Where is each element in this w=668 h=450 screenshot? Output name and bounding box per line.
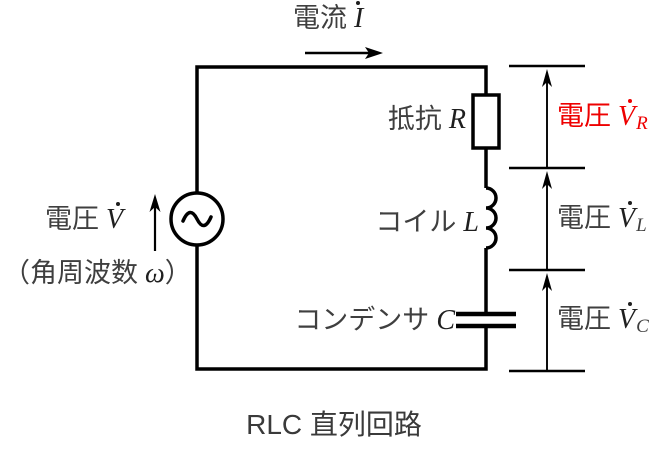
current-symbol: I (354, 0, 364, 34)
capacitor-symbol-letter: C (436, 305, 455, 336)
circuit-wires (195, 65, 488, 371)
source-voltage-arrow-icon (149, 194, 161, 251)
vc-measure-arrow-icon (542, 273, 552, 370)
vl-subscript: L (636, 215, 647, 237)
voltage-tick-lines (509, 64, 585, 373)
vr-symbol: V (618, 98, 636, 132)
capacitor-symbol (456, 311, 516, 329)
source-voltage-label-text: 電圧 (45, 204, 99, 234)
angular-frequency-prefix: （角周波数 (3, 258, 138, 288)
resistor-symbol-letter: R (448, 104, 466, 135)
vl-symbol: V (618, 200, 636, 234)
resistor-symbol (471, 93, 501, 150)
inductor-label-text: コイル (375, 207, 457, 237)
diagram-title: RLC 直列回路 (241, 403, 427, 450)
current-label-text: 電流 (293, 3, 347, 33)
vr-label-text: 電圧 (557, 101, 611, 131)
vr-subscript: R (636, 113, 648, 135)
vc-subscript: C (636, 316, 649, 338)
vc-symbol: V (618, 301, 636, 335)
vc-label-text: 電圧 (557, 304, 611, 334)
title-container: RLC 直列回路 (0, 403, 668, 450)
inductor-symbol-letter: L (463, 207, 479, 238)
angular-frequency-suffix: ） (164, 258, 192, 288)
capacitor-label-text: コンデンサ (294, 305, 430, 335)
angular-frequency-symbol: ω (145, 258, 165, 289)
inductor-symbol (485, 186, 498, 250)
vr-measure-arrow-icon (542, 69, 552, 167)
current-arrow-icon (305, 47, 383, 59)
vl-measure-arrow-icon (542, 171, 552, 269)
vl-label-text: 電圧 (557, 203, 611, 233)
source-voltage-symbol: V (106, 201, 124, 235)
ac-source-symbol (169, 191, 225, 247)
resistor-label-text: 抵抗 (387, 104, 442, 134)
